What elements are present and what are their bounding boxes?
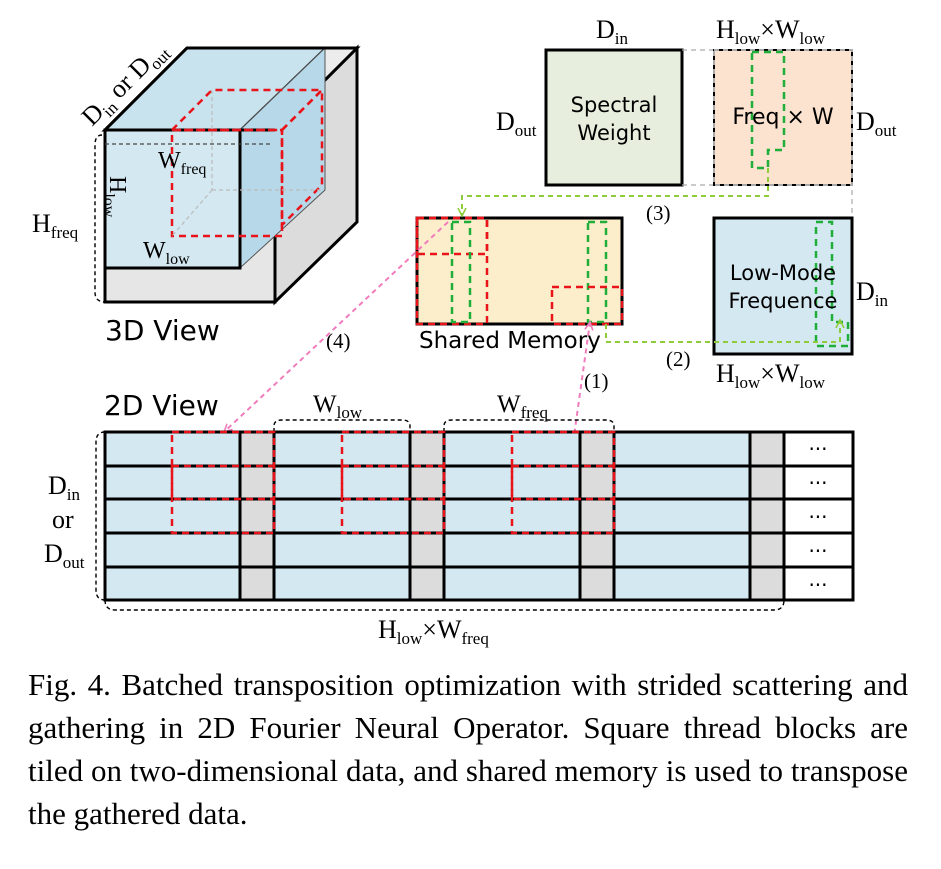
ellipsis-row-2: ··· bbox=[808, 471, 827, 495]
spectral-weight-left-d: Dout bbox=[496, 107, 537, 140]
spectral-weight-line1: Spectral bbox=[571, 93, 658, 117]
arrow-step-2 bbox=[605, 320, 840, 343]
low-mode-box bbox=[712, 216, 854, 356]
w-freq-label-2d: Wfreq bbox=[497, 391, 548, 422]
view-2d: 2D View Wlow Wfreq bbox=[44, 389, 855, 648]
low-mode-right-d: Din bbox=[856, 277, 889, 310]
arrow-step-4 bbox=[224, 221, 449, 432]
red-block-2d-3 bbox=[510, 430, 616, 535]
view-3d-title: 3D View bbox=[105, 314, 220, 347]
red-block-2d-2 bbox=[340, 430, 446, 535]
freq-w-green-path bbox=[750, 50, 786, 170]
gray-column-3 bbox=[580, 432, 614, 600]
w-low-label-3d: Wlow bbox=[143, 238, 190, 268]
shared-memory-red-c bbox=[550, 285, 624, 326]
grid-border bbox=[103, 430, 855, 602]
shared-memory-box bbox=[415, 216, 624, 326]
w-freq-label-3d: Wfreq bbox=[158, 148, 206, 178]
freq-w-top-label: Hlow×Wlow bbox=[716, 15, 826, 48]
spectral-weight-top-d: Din bbox=[596, 15, 629, 48]
step-3-label: (3) bbox=[646, 201, 671, 225]
spectral-weight-line2: Weight bbox=[577, 121, 650, 145]
figure-caption: Fig. 4. Batched transposition optimizati… bbox=[28, 667, 908, 831]
h-freq-bracket bbox=[94, 134, 106, 303]
red-block-2d-1-mid bbox=[170, 464, 276, 501]
shared-memory-green-a bbox=[450, 220, 472, 324]
low-mode-line1: Low-Mode bbox=[730, 261, 836, 285]
red-block-2d-1 bbox=[170, 430, 276, 535]
arrow-step-3 bbox=[462, 168, 769, 216]
row-d-in-label: Din bbox=[48, 471, 81, 504]
freq-w-label: Freq × W bbox=[732, 105, 834, 130]
red-block-3d-top bbox=[168, 88, 326, 132]
shared-memory-label: Shared Memory bbox=[419, 328, 601, 354]
red-block-2d-3-mid bbox=[510, 464, 616, 501]
h-low-label: Hlow bbox=[100, 176, 130, 218]
bottom-label: Hlow×Wfreq bbox=[378, 615, 489, 648]
bottom-bracket bbox=[104, 599, 785, 611]
ellipsis-row-5: ··· bbox=[808, 573, 827, 597]
w-freq-bracket bbox=[443, 419, 615, 432]
gray-column-2 bbox=[410, 432, 444, 600]
cube-faint-diagonal bbox=[171, 189, 213, 237]
gray-column-4 bbox=[750, 432, 784, 600]
cube-top-edge bbox=[103, 46, 189, 132]
ellipsis-row-4: ··· bbox=[808, 539, 827, 563]
shared-memory-red-b bbox=[415, 216, 489, 326]
red-block-3d-front bbox=[170, 128, 284, 238]
red-block-3d-side bbox=[280, 86, 324, 229]
step-2-label: (2) bbox=[666, 347, 691, 371]
low-mode-line2: Frequence bbox=[729, 289, 838, 313]
spectral-weight: Spectral Weight Din Dout bbox=[496, 15, 684, 187]
step-1-label: (1) bbox=[584, 369, 609, 393]
ellipsis-row-1: ··· bbox=[808, 437, 827, 461]
row-d-out-label: Dout bbox=[44, 539, 85, 572]
grid-row-lines bbox=[105, 464, 853, 569]
freq-w-gray-frame bbox=[713, 49, 853, 186]
gray-column-1 bbox=[240, 432, 274, 600]
w-low-bracket bbox=[273, 419, 411, 432]
view-2d-title: 2D View bbox=[104, 389, 219, 422]
ellipsis-column bbox=[784, 432, 853, 600]
freq-w: Freq × W Hlow×Wlow Dout bbox=[682, 15, 897, 186]
row-or-label: or bbox=[52, 505, 74, 534]
w-low-label-2d: Wlow bbox=[313, 391, 363, 422]
h-freq-label: Hfreq bbox=[32, 209, 79, 242]
grid-background bbox=[105, 432, 853, 600]
freq-w-right-d: Dout bbox=[856, 107, 897, 140]
ellipsis-row-3: ··· bbox=[808, 505, 827, 529]
low-mode-green-path bbox=[814, 220, 850, 348]
step-4-label: (4) bbox=[326, 329, 351, 353]
shared-memory-green-b bbox=[586, 220, 608, 324]
shared-memory: Shared Memory bbox=[415, 216, 624, 354]
view-3d: Din or Dout Hfreq Hlow Wfreq Wlow 3D Vie… bbox=[32, 44, 361, 347]
red-block-2d-2-mid bbox=[340, 464, 446, 501]
low-mode: Low-Mode Frequence Din Hlow×Wlow bbox=[712, 190, 889, 392]
spectral-weight-box bbox=[544, 48, 684, 187]
low-mode-bottom-label: Hlow×Wlow bbox=[716, 359, 826, 392]
diagram-canvas: Din or Dout Hfreq Hlow Wfreq Wlow 3D Vie… bbox=[32, 15, 897, 648]
